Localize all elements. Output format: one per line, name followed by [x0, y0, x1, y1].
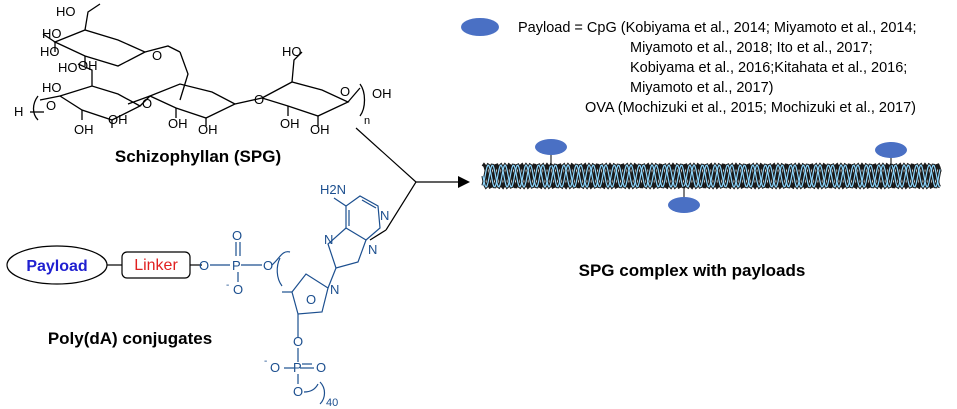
legend-line-5: OVA (Mochizuki et al., 2015; Mochizuki e…	[585, 100, 916, 116]
spg-atom-oh-1: OH	[78, 58, 98, 73]
conj-atom-o-4: O	[293, 334, 303, 349]
conj-atom-o-ring: O	[306, 292, 316, 307]
spg-atom-o-5: O	[340, 84, 350, 99]
helix-payloads	[535, 139, 907, 213]
conj-minus-1: -	[226, 280, 229, 291]
complex-title: SPG complex with payloads	[579, 261, 806, 280]
legend-line-4: Miyamoto et al., 2017)	[630, 80, 773, 96]
payload-node: Payload	[6, 245, 108, 285]
conj-atom-n-1: N	[324, 232, 333, 247]
spg-atom-ho-6: HO	[282, 44, 302, 59]
poly-da-structure: O O P O - O O H2N N N N N O P O O - O 40	[199, 182, 389, 409]
conj-atom-ominus-2: O	[270, 360, 280, 375]
helix-highlight-1	[482, 164, 941, 188]
conj-atom-o-3: O	[263, 258, 273, 273]
spg-atom-oh-7: OH	[310, 122, 330, 137]
conjugate-title: Poly(dA) conjugates	[48, 329, 212, 348]
linker-label: Linker	[134, 257, 178, 274]
spg-atom-ho-4: HO	[58, 60, 78, 75]
legend: Payload = CpG (Kobiyama et al., 2014; Mi…	[461, 18, 917, 116]
helix-strand-3	[481, 162, 942, 190]
spg-atom-o-2: O	[46, 98, 56, 113]
conj-atom-p-2: P	[293, 360, 302, 375]
conj-minus-2: -	[264, 356, 267, 367]
spg-atom-oh-4: OH	[198, 122, 218, 137]
conj-atom-o-1: O	[199, 258, 209, 273]
spg-atom-o-4: O	[254, 92, 264, 107]
conj-atom-o-5: O	[316, 360, 326, 375]
spg-atom-ho-3: HO	[40, 44, 60, 59]
spg-atom-oh-3: OH	[108, 112, 128, 127]
spg-repeat-n: n	[364, 115, 370, 127]
conj-atom-n-2: N	[380, 208, 389, 223]
helix-payload-2	[668, 197, 700, 213]
spg-helix	[481, 162, 942, 190]
spg-atom-ho-5: HO	[42, 80, 62, 95]
conj-atom-nh2: H2N	[320, 182, 346, 197]
spg-atom-oh-5: OH	[168, 116, 188, 131]
conj-atom-p-1: P	[232, 258, 241, 273]
conj-repeat-40: 40	[326, 397, 338, 409]
helix-payload-1	[535, 139, 567, 155]
legend-line-1: Payload = CpG (Kobiyama et al., 2014; Mi…	[518, 20, 917, 36]
spg-atom-ho-1: HO	[56, 4, 76, 19]
spg-atom-oh-6: OH	[280, 116, 300, 131]
spg-title: Schizophyllan (SPG)	[115, 147, 281, 166]
spg-atom-o-3: O	[142, 96, 152, 111]
conj-atom-o-6: O	[293, 384, 303, 399]
conj-atom-o-2: O	[232, 228, 242, 243]
spg-atom-o-1: O	[152, 48, 162, 63]
conj-atom-n-4: N	[330, 282, 339, 297]
helix-highlight-2	[482, 163, 941, 188]
spg-atom-h: H	[14, 104, 23, 119]
linker-node: Linker	[121, 251, 191, 279]
legend-line-3: Kobiyama et al., 2016;Kitahata et al., 2…	[630, 60, 907, 76]
reaction-arrow	[355, 127, 470, 231]
conj-atom-ominus-1: O	[233, 282, 243, 297]
helix-payload-3	[875, 142, 907, 158]
legend-line-2: Miyamoto et al., 2018; Ito et al., 2017;	[630, 40, 873, 56]
payload-label: Payload	[26, 258, 87, 275]
spg-atom-oh-2: OH	[74, 122, 94, 137]
legend-payload-icon	[461, 18, 499, 36]
spg-structure: HO HO HO OH O HO HO H O OH OH O OH OH O …	[14, 3, 392, 137]
spg-atom-oh-8: OH	[372, 86, 392, 101]
conj-atom-n-3: N	[368, 242, 377, 257]
spg-atom-ho-2: HO	[42, 26, 62, 41]
